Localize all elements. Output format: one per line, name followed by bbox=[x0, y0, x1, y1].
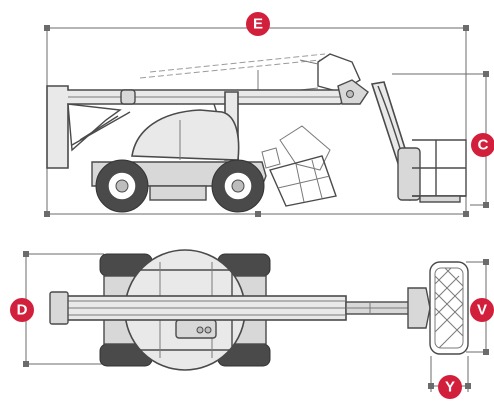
badge-c: C bbox=[471, 133, 494, 157]
badge-c-label: C bbox=[478, 137, 489, 154]
rear-wheel bbox=[95, 159, 149, 213]
jib-and-platform bbox=[370, 81, 467, 203]
badge-d: D bbox=[10, 298, 34, 322]
boom-ghost-position bbox=[139, 53, 361, 93]
front-wheel bbox=[211, 159, 265, 213]
platform-ghost-position bbox=[261, 125, 337, 207]
platform-top-view bbox=[407, 261, 469, 355]
badge-e-label: E bbox=[253, 16, 263, 33]
badge-e: E bbox=[246, 12, 270, 36]
boom-top-view bbox=[49, 291, 411, 325]
badge-v: V bbox=[470, 298, 494, 322]
badge-v-label: V bbox=[477, 302, 487, 319]
badge-y: Y bbox=[438, 375, 462, 399]
badge-y-label: Y bbox=[445, 379, 455, 396]
badge-d-label: D bbox=[17, 302, 28, 319]
